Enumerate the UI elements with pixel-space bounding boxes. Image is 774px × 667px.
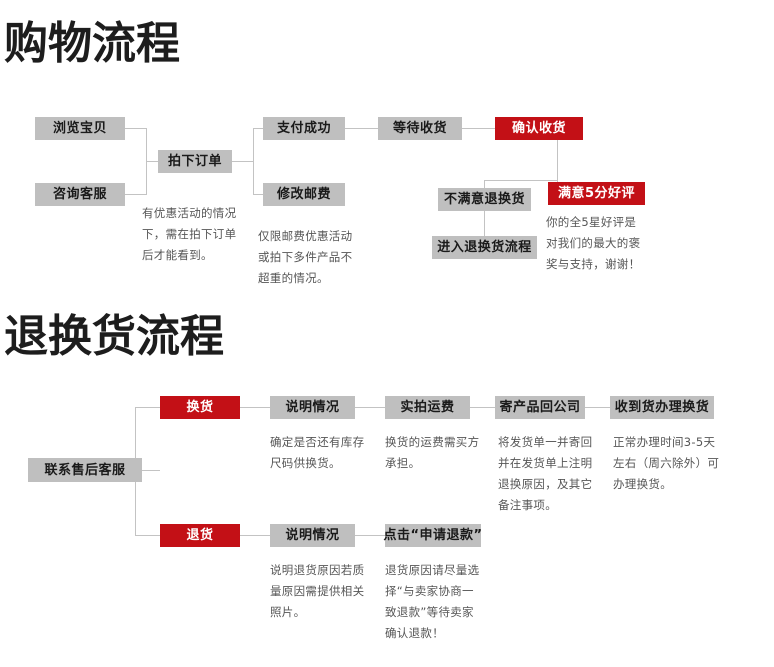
node-consult-service[interactable]: 咨询客服 bbox=[35, 183, 125, 206]
caption-exchange-actual-shipping-cost: 换货的运费需买方 承担。 bbox=[385, 435, 480, 470]
caption-refund-click-apply: 退货原因请尽量选 择“与卖家协商一 致退款”等待卖家 确认退款！ bbox=[385, 563, 480, 640]
node-refund[interactable]: 退货 bbox=[160, 524, 240, 547]
node-dissatisfied-return-exchange[interactable]: 不满意退换货 bbox=[438, 188, 531, 211]
caption-exchange-process-on-receipt: 正常办理时间3-5天 左右（周六除外）可 办理换货。 bbox=[613, 435, 720, 491]
connector-confirm-down bbox=[557, 140, 558, 180]
node-confirm-receipt[interactable]: 确认收货 bbox=[495, 117, 583, 140]
connector-to-refund bbox=[135, 535, 160, 536]
node-enter-return-exchange-flow[interactable]: 进入退换货流程 bbox=[432, 236, 537, 259]
node-satisfied-five-star-review[interactable]: 满意5分好评 bbox=[548, 182, 645, 205]
connector-browse-to-place-order bbox=[125, 128, 147, 129]
node-pay-success[interactable]: 支付成功 bbox=[263, 117, 345, 140]
node-exchange-actual-shipping-cost[interactable]: 实拍运费 bbox=[385, 396, 470, 419]
caption-refund-explain-situation: 说明退货原因若质 量原因需提供相关 照片。 bbox=[270, 563, 365, 619]
caption-modify-shipping-fee: 仅限邮费优惠活动 或拍下多件产品不 超重的情况。 bbox=[258, 229, 353, 285]
connector-to-modify-shipping bbox=[253, 194, 263, 195]
caption-exchange-explain-situation: 确定是否还有库存 尺码供换货。 bbox=[270, 435, 365, 470]
node-refund-click-apply[interactable]: 点击“申请退款” bbox=[383, 524, 482, 547]
node-modify-shipping-fee[interactable]: 修改邮费 bbox=[263, 183, 345, 206]
connector-send-back-to-receive bbox=[585, 407, 610, 408]
node-browse-products[interactable]: 浏览宝贝 bbox=[35, 117, 125, 140]
node-exchange-explain-situation[interactable]: 说明情况 bbox=[270, 396, 355, 419]
connector-explain-to-shipping bbox=[355, 407, 385, 408]
page-title-return-exchange-flow: 退换货流程 bbox=[4, 311, 224, 362]
caption-satisfied-five-star-review: 你的全5星好评是 对我们的最大的褒 奖与支持，谢谢！ bbox=[546, 215, 641, 271]
connector-confirm-split-horizontal bbox=[484, 180, 558, 181]
connector-to-exchange bbox=[135, 407, 160, 408]
node-exchange-process-on-receipt[interactable]: 收到货办理换货 bbox=[610, 396, 714, 419]
page-title-shopping-flow: 购物流程 bbox=[4, 18, 180, 69]
node-exchange-send-product-back[interactable]: 寄产品回公司 bbox=[495, 396, 585, 419]
connector-refund-explain-to-apply bbox=[355, 535, 385, 536]
connector-exchange-to-explain bbox=[240, 407, 270, 408]
node-refund-explain-situation[interactable]: 说明情况 bbox=[270, 524, 355, 547]
node-place-order[interactable]: 拍下订单 bbox=[158, 150, 232, 173]
connector-right-branch-vertical bbox=[253, 128, 254, 194]
connector-to-pay-success bbox=[253, 128, 263, 129]
caption-place-order: 有优惠活动的情况 下，需在拍下订单 后才能看到。 bbox=[142, 206, 237, 262]
caption-exchange-send-product-back: 将发货单一并寄回 并在发货单上注明 退换原因，及其它 备注事项。 bbox=[498, 435, 593, 512]
connector-place-order-to-right-branch bbox=[232, 161, 254, 162]
connector-consult-to-place-order bbox=[125, 194, 147, 195]
node-contact-after-sales-service[interactable]: 联系售后客服 bbox=[28, 458, 142, 482]
connector-pay-success-to-wait bbox=[345, 128, 378, 129]
connector-shipping-to-send-back bbox=[470, 407, 495, 408]
connector-contact-service-out bbox=[142, 470, 160, 471]
node-wait-for-delivery[interactable]: 等待收货 bbox=[378, 117, 462, 140]
connector-dissatisfied-to-enter-flow bbox=[484, 211, 485, 236]
connector-into-place-order bbox=[146, 161, 158, 162]
connector-wait-to-confirm bbox=[462, 128, 495, 129]
node-exchange[interactable]: 换货 bbox=[160, 396, 240, 419]
connector-to-dissatisfied bbox=[484, 180, 485, 188]
connector-refund-to-explain bbox=[240, 535, 270, 536]
